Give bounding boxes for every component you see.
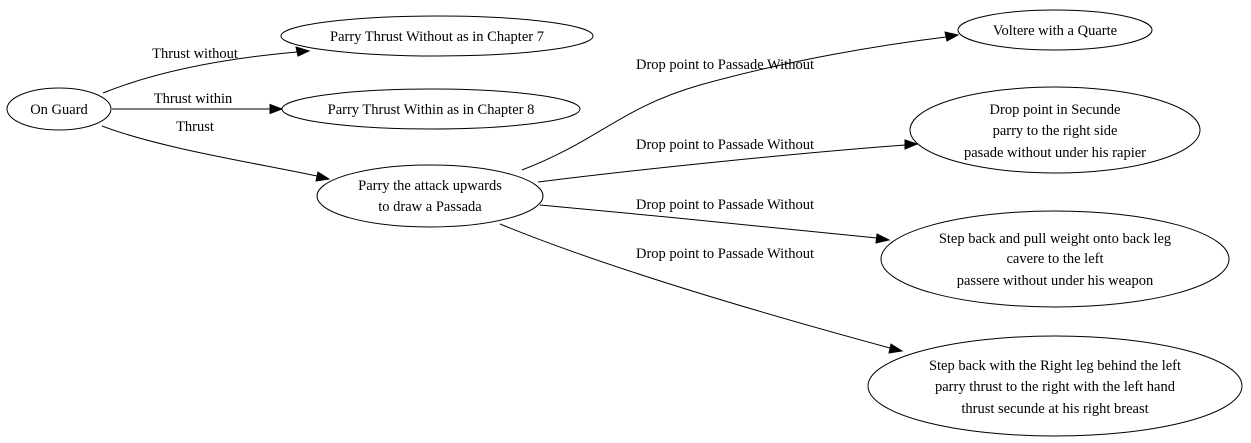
edge-label-drop-point-2: Drop point to Passade Without <box>636 137 814 153</box>
node-parry-without-line-1: Parry Thrust Without as in Chapter 7 <box>330 29 544 45</box>
node-on-guard-line-1: On Guard <box>30 102 88 118</box>
node-voltere-line-1: Voltere with a Quarte <box>993 23 1117 39</box>
edge-parry-upwards-to-secunde: Drop point to Passade Without <box>537 137 919 183</box>
edge-label-drop-point-4: Drop point to Passade Without <box>636 246 814 262</box>
node-parry-upwards-line-1: Parry the attack upwards <box>358 178 502 194</box>
node-parry-within-line-1: Parry Thrust Within as in Chapter 8 <box>328 102 535 118</box>
node-step-back-pull: Step back and pull weight onto back leg … <box>880 210 1230 308</box>
node-secunde-line-3: pasade without under his rapier <box>964 145 1146 161</box>
node-voltere: Voltere with a Quarte <box>957 9 1153 51</box>
node-on-guard: On Guard <box>6 87 112 131</box>
node-step-back-pull-line-3: passere without under his weapon <box>957 273 1154 289</box>
edge-label-thrust-within: Thrust within <box>154 91 233 107</box>
edge-on-guard-to-parry-upwards: Thrust <box>101 119 331 182</box>
edge-label-drop-point-1: Drop point to Passade Without <box>636 57 814 73</box>
node-secunde-line-1: Drop point in Secunde <box>990 102 1121 118</box>
edge-label-thrust: Thrust <box>176 119 214 135</box>
node-parry-within: Parry Thrust Within as in Chapter 8 <box>281 88 581 130</box>
node-secunde-line-2: parry to the right side <box>993 123 1118 139</box>
edge-on-guard-to-parry-within: Thrust within <box>112 91 284 115</box>
node-step-back-pull-line-1: Step back and pull weight onto back leg <box>939 231 1171 247</box>
node-step-back-right-line-2: parry thrust to the right with the left … <box>935 379 1176 395</box>
node-parry-upwards: Parry the attack upwards to draw a Passa… <box>316 164 544 228</box>
node-parry-upwards-line-2: to draw a Passada <box>378 199 482 215</box>
edge-parry-upwards-to-step-back-right: Drop point to Passade Without <box>499 223 904 354</box>
edge-on-guard-to-parry-without: Thrust without <box>102 46 311 94</box>
node-step-back-right-line-1: Step back with the Right leg behind the … <box>929 358 1181 374</box>
node-step-back-pull-line-2: cavere to the left <box>1006 251 1103 267</box>
edge-label-drop-point-3: Drop point to Passade Without <box>636 197 814 213</box>
node-step-back-right: Step back with the Right leg behind the … <box>867 335 1243 437</box>
edge-parry-upwards-to-step-back-pull: Drop point to Passade Without <box>539 197 891 244</box>
node-secunde: Drop point in Secunde parry to the right… <box>909 86 1201 174</box>
node-parry-without: Parry Thrust Without as in Chapter 7 <box>280 15 594 57</box>
node-step-back-right-line-3: thrust secunde at his right breast <box>961 401 1148 417</box>
edge-label-thrust-without: Thrust without <box>152 46 238 62</box>
edge-parry-upwards-to-voltere: Drop point to Passade Without <box>521 31 960 171</box>
